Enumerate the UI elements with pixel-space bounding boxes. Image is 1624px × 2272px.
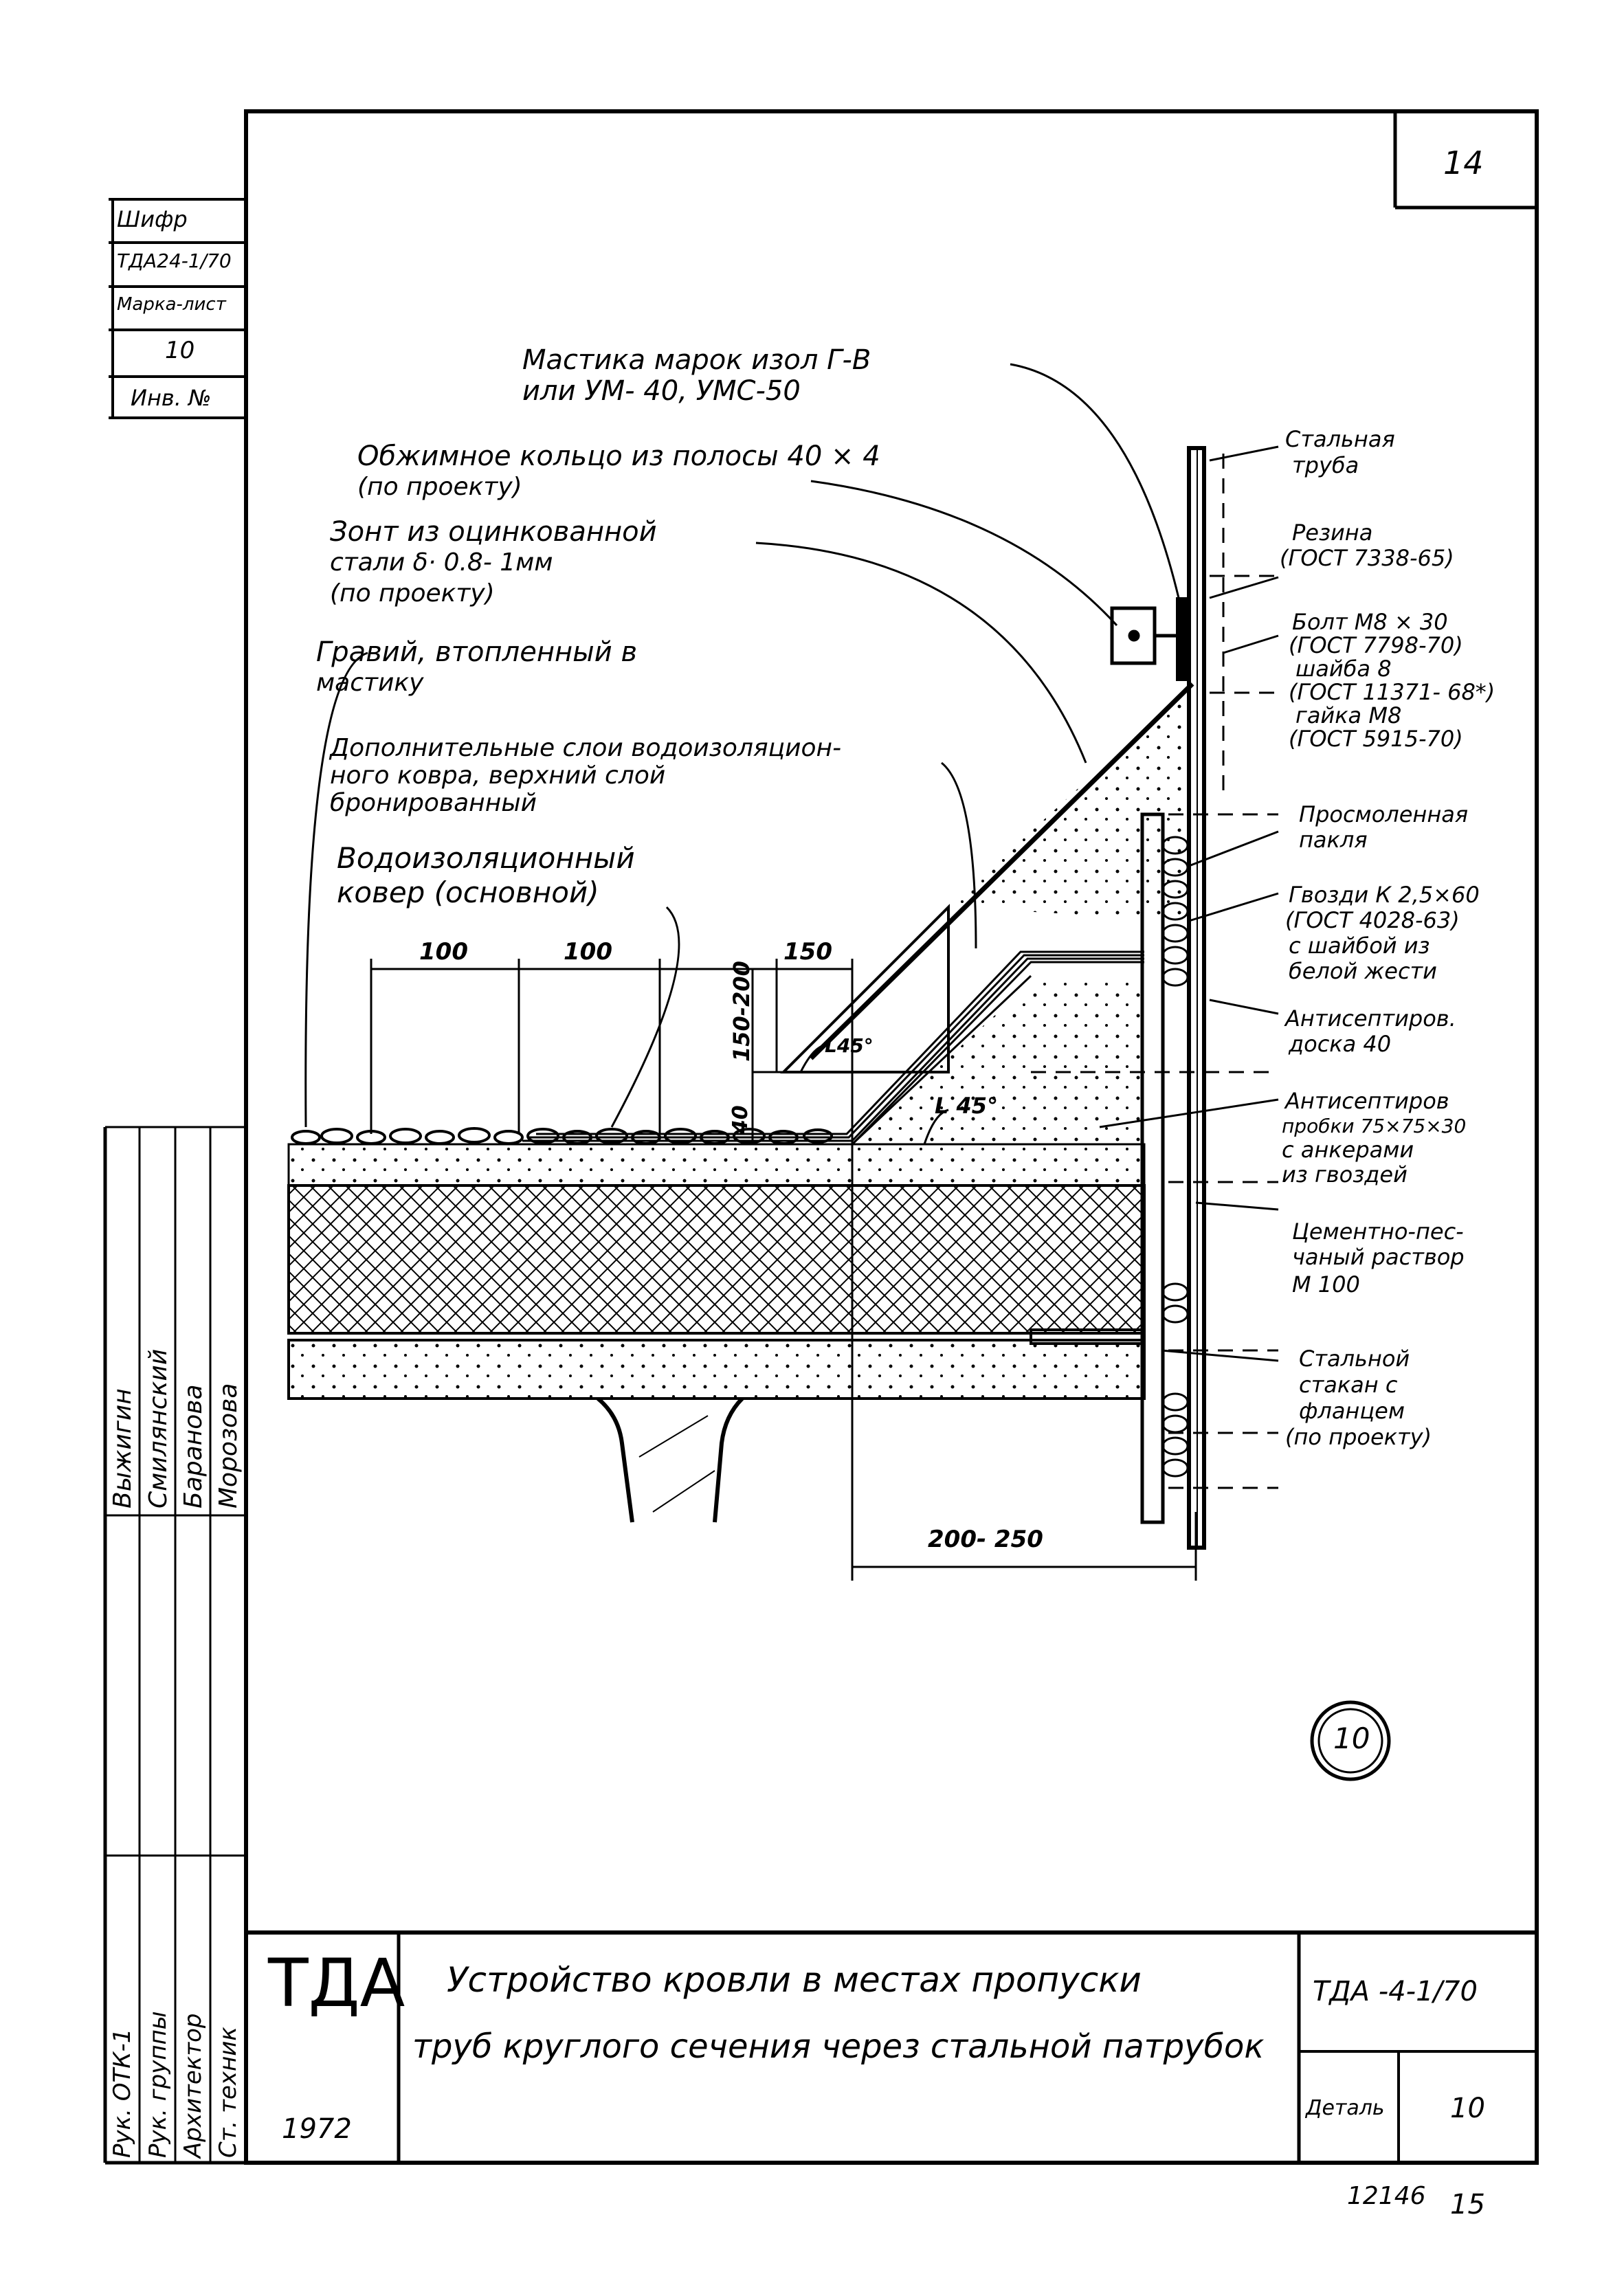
callout-gravel-1: Гравий, втопленный в bbox=[316, 636, 638, 668]
callout-bolt-6: (ГОСТ 5915-70) bbox=[1289, 726, 1463, 752]
callout-bolt-3: шайба 8 bbox=[1295, 656, 1392, 682]
stock-number: 12146 bbox=[1347, 2182, 1426, 2210]
callout-extra-3: бронированный bbox=[330, 789, 537, 817]
callout-plugs-1: Антисептиров bbox=[1285, 1088, 1449, 1114]
callout-bolt-5: гайка М8 bbox=[1295, 702, 1402, 728]
detail-label: Деталь bbox=[1306, 2096, 1385, 2120]
callout-mastic-1: Мастика марок изол Г-В bbox=[522, 344, 871, 376]
callout-bolt-4: (ГОСТ 11371- 68*) bbox=[1289, 679, 1495, 705]
org-logo: ТДА bbox=[268, 1945, 405, 2022]
callout-rubber-2: (ГОСТ 7338-65) bbox=[1280, 545, 1454, 571]
steel-sleeve bbox=[1140, 812, 1165, 1524]
detail-circle-number: 10 bbox=[1333, 1722, 1370, 1755]
dim-100-b: 100 bbox=[564, 938, 612, 966]
rubber-seal bbox=[1176, 597, 1190, 681]
concrete-slab bbox=[287, 1339, 1146, 1400]
callout-mortar-3: М 100 bbox=[1292, 1271, 1360, 1298]
callout-tow-2: пакля bbox=[1299, 827, 1368, 853]
callout-carpet-1: Водоизоляционный bbox=[337, 841, 635, 875]
callout-gravel-2: мастику bbox=[316, 669, 424, 697]
waterproof-layers bbox=[289, 950, 1144, 1146]
callout-bolt-2: (ГОСТ 7798-70) bbox=[1289, 632, 1463, 658]
callout-extra-1: Дополнительные слои водоизоляцион- bbox=[330, 734, 842, 762]
callout-ring-2: (по проекту) bbox=[357, 473, 522, 501]
role-3: Архитектор bbox=[179, 2013, 207, 2158]
dim-40: 40 bbox=[728, 1105, 753, 1134]
callout-plugs-2: пробки 75×75×30 bbox=[1282, 1115, 1467, 1137]
tow-coils bbox=[1161, 836, 1189, 1478]
drawing-code: ТДА -4-1/70 bbox=[1313, 1976, 1478, 2007]
callout-tow-1: Просмоленная bbox=[1299, 801, 1469, 827]
detail-value: 10 bbox=[1450, 2093, 1485, 2124]
callout-glass-3: фланцем bbox=[1299, 1398, 1405, 1424]
callout-glass-2: стакан с bbox=[1299, 1372, 1398, 1398]
cipher-value: ТДА24-1/70 bbox=[117, 249, 232, 272]
name-1: Выжигин bbox=[109, 1388, 137, 1508]
callout-pipe-1: Стальная bbox=[1285, 426, 1395, 452]
callout-umbrella-2: стали δ· 0.8- 1мм bbox=[330, 548, 553, 577]
page-number: 15 bbox=[1450, 2189, 1485, 2220]
sheet-number: 14 bbox=[1443, 144, 1484, 181]
title-line-1: Устройство кровли в местах пропуски bbox=[447, 1960, 1142, 2000]
callout-mastic-2: или УМ- 40, УМС-50 bbox=[522, 375, 801, 407]
name-4: Морозова bbox=[214, 1383, 243, 1508]
leader-lines bbox=[304, 363, 1279, 1362]
dim-150-200: 150-200 bbox=[728, 961, 755, 1062]
callout-carpet-2: ковер (основной) bbox=[337, 876, 599, 909]
title-year: 1972 bbox=[282, 2113, 352, 2145]
role-2: Рук. группы bbox=[144, 2011, 172, 2158]
mark-label: Марка-лист bbox=[117, 294, 226, 315]
callout-pipe-2: труба bbox=[1292, 452, 1359, 478]
callout-nails-3: с шайбой из bbox=[1289, 933, 1430, 959]
cipher-label: Шифр bbox=[117, 206, 188, 232]
callout-plugs-4: из гвоздей bbox=[1282, 1161, 1408, 1188]
callout-glass-4: (по проекту) bbox=[1285, 1424, 1432, 1450]
callout-extra-2: ного ковра, верхний слой bbox=[330, 761, 666, 790]
callout-plugs-3: с анкерами bbox=[1282, 1137, 1414, 1163]
detail-marker bbox=[1310, 1700, 1391, 1781]
dim-150: 150 bbox=[783, 938, 832, 966]
dim-angle-a: L45° bbox=[825, 1034, 874, 1057]
inv-label: Инв. № bbox=[131, 385, 212, 411]
screed-layer bbox=[287, 1143, 1146, 1187]
callout-nails-2: (ГОСТ 4028-63) bbox=[1285, 907, 1460, 933]
insulation-layer bbox=[287, 1184, 1146, 1335]
roof-section bbox=[287, 446, 1206, 1550]
callout-board-1: Антисептиров. bbox=[1285, 1005, 1456, 1032]
title-line-2: труб круглого сечения через стальной пат… bbox=[412, 2027, 1265, 2066]
callout-board-2: доска 40 bbox=[1289, 1031, 1392, 1057]
dim-100-a: 100 bbox=[419, 938, 468, 966]
callout-nails-1: Гвозди К 2,5×60 bbox=[1289, 882, 1480, 908]
callout-rubber-1: Резина bbox=[1292, 520, 1373, 546]
mark-value: 10 bbox=[165, 337, 195, 364]
name-3: Баранова bbox=[179, 1384, 208, 1508]
dimension-lines bbox=[370, 959, 1197, 1581]
callout-ring-1: Обжимное кольцо из полосы 40 × 4 bbox=[357, 441, 880, 472]
callout-glass-1: Стальной bbox=[1299, 1346, 1410, 1372]
name-2: Смилянский bbox=[144, 1348, 173, 1508]
callout-umbrella-3: (по проекту) bbox=[330, 579, 495, 608]
callout-umbrella-1: Зонт из оцинкованной bbox=[330, 516, 657, 548]
callout-nails-4: белой жести bbox=[1289, 958, 1437, 984]
callout-mortar-1: Цементно-пес- bbox=[1292, 1218, 1464, 1245]
callout-bolt-1: Болт М8 × 30 bbox=[1292, 609, 1448, 635]
dashed-lines bbox=[1031, 454, 1278, 1489]
role-1: Рук. ОТК-1 bbox=[109, 2028, 136, 2158]
sheet-frame bbox=[103, 109, 1539, 2165]
concrete-rib bbox=[597, 1396, 744, 1523]
callout-mortar-2: чаный раствор bbox=[1292, 1244, 1465, 1270]
dim-200-250: 200- 250 bbox=[928, 1526, 1043, 1553]
fillet-triangle bbox=[780, 904, 950, 1073]
dim-angle-b: L 45° bbox=[935, 1093, 999, 1119]
role-4: Ст. техник bbox=[214, 2027, 242, 2158]
